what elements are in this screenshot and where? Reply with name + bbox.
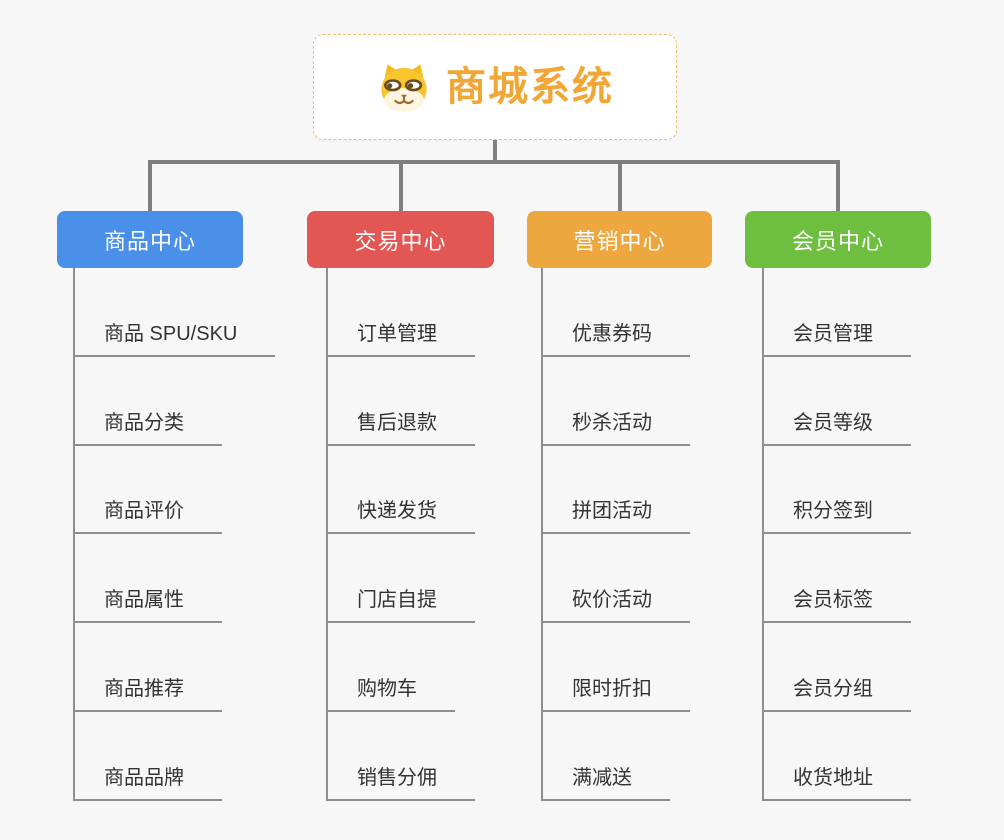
- leaf-item: 拼团活动: [541, 446, 826, 535]
- leaf-item: 秒杀活动: [541, 357, 826, 446]
- leaf-item: 商品品牌: [73, 712, 358, 801]
- branch-node-product-center[interactable]: 商品中心: [57, 211, 243, 268]
- leaf-item: 会员管理: [762, 268, 1004, 357]
- leaf-label[interactable]: 积分签到: [762, 499, 911, 535]
- leaf-item: 商品推荐: [73, 623, 358, 712]
- leaf-label[interactable]: 限时折扣: [541, 677, 690, 712]
- leaf-label[interactable]: 优惠券码: [541, 322, 690, 357]
- shiba-dog-icon: [381, 64, 427, 112]
- leaf-label[interactable]: 会员标签: [762, 588, 911, 624]
- leaf-label[interactable]: 订单管理: [326, 322, 475, 357]
- branch-label: 交易中心: [354, 228, 447, 254]
- leaf-label[interactable]: 商品推荐: [73, 677, 222, 712]
- branch-node-marketing-center[interactable]: 营销中心: [527, 211, 712, 268]
- leaf-label[interactable]: 砍价活动: [541, 588, 690, 624]
- leaf-item: 会员标签: [762, 534, 1004, 624]
- column-member-center: 会员管理 会员等级 积分签到 会员标签 会员分组 收货地址: [762, 268, 1004, 801]
- root-title: 商城系统: [446, 65, 614, 109]
- leaf-item: 快递发货: [326, 446, 611, 535]
- leaf-label[interactable]: 销售分佣: [326, 766, 475, 801]
- connector-drop-product: [148, 160, 152, 211]
- leaf-label[interactable]: 购物车: [326, 677, 455, 712]
- branch-node-trade-center[interactable]: 交易中心: [307, 211, 494, 268]
- column-product-center: 商品 SPU/SKU 商品分类 商品评价 商品属性 商品推荐 商品品牌: [73, 268, 358, 801]
- leaf-label[interactable]: 拼团活动: [541, 499, 690, 535]
- connector-bus: [148, 160, 840, 164]
- leaf-item: 销售分佣: [326, 712, 611, 801]
- leaf-item: 商品分类: [73, 357, 358, 446]
- leaf-label[interactable]: 会员分组: [762, 677, 911, 712]
- leaf-item: 会员等级: [762, 357, 1004, 446]
- connector-drop-member: [836, 160, 840, 211]
- root-node-mall-system[interactable]: 商城系统: [313, 34, 677, 140]
- leaf-label[interactable]: 收货地址: [762, 766, 911, 801]
- leaf-label[interactable]: 商品分类: [73, 411, 222, 446]
- branch-label: 会员中心: [791, 228, 884, 254]
- leaf-label[interactable]: 会员管理: [762, 322, 911, 357]
- connector-root-stub: [493, 140, 497, 162]
- leaf-label[interactable]: 快递发货: [326, 499, 475, 535]
- leaf-item: 砍价活动: [541, 534, 826, 624]
- branch-label: 商品中心: [103, 228, 196, 254]
- leaf-label[interactable]: 商品 SPU/SKU: [73, 322, 276, 357]
- branch-label: 营销中心: [573, 228, 666, 254]
- leaf-item: 满减送: [541, 712, 826, 801]
- leaf-item: 售后退款: [326, 357, 611, 446]
- connector-drop-trade: [399, 160, 403, 211]
- leaf-item: 购物车: [326, 623, 611, 712]
- column-marketing-center: 优惠券码 秒杀活动 拼团活动 砍价活动 限时折扣 满减送: [541, 268, 826, 801]
- connector-drop-marketing: [618, 160, 622, 211]
- leaf-item: 商品评价: [73, 446, 358, 535]
- leaf-item: 收货地址: [762, 712, 1004, 801]
- leaf-label[interactable]: 满减送: [541, 766, 670, 801]
- leaf-label[interactable]: 商品属性: [73, 588, 222, 624]
- leaf-item: 商品 SPU/SKU: [73, 268, 358, 357]
- leaf-label[interactable]: 会员等级: [762, 411, 911, 446]
- leaf-item: 商品属性: [73, 534, 358, 624]
- leaf-item: 门店自提: [326, 534, 611, 624]
- leaf-label[interactable]: 门店自提: [326, 588, 475, 624]
- branch-node-member-center[interactable]: 会员中心: [745, 211, 931, 268]
- leaf-item: 会员分组: [762, 623, 1004, 712]
- leaf-item: 限时折扣: [541, 623, 826, 712]
- leaf-item: 优惠券码: [541, 268, 826, 357]
- column-trade-center: 订单管理 售后退款 快递发货 门店自提 购物车 销售分佣: [326, 268, 611, 801]
- leaf-label[interactable]: 秒杀活动: [541, 411, 690, 446]
- leaf-label[interactable]: 售后退款: [326, 411, 475, 446]
- leaf-item: 积分签到: [762, 446, 1004, 535]
- leaf-item: 订单管理: [326, 268, 611, 357]
- leaf-label[interactable]: 商品品牌: [73, 766, 222, 801]
- leaf-label[interactable]: 商品评价: [73, 499, 222, 535]
